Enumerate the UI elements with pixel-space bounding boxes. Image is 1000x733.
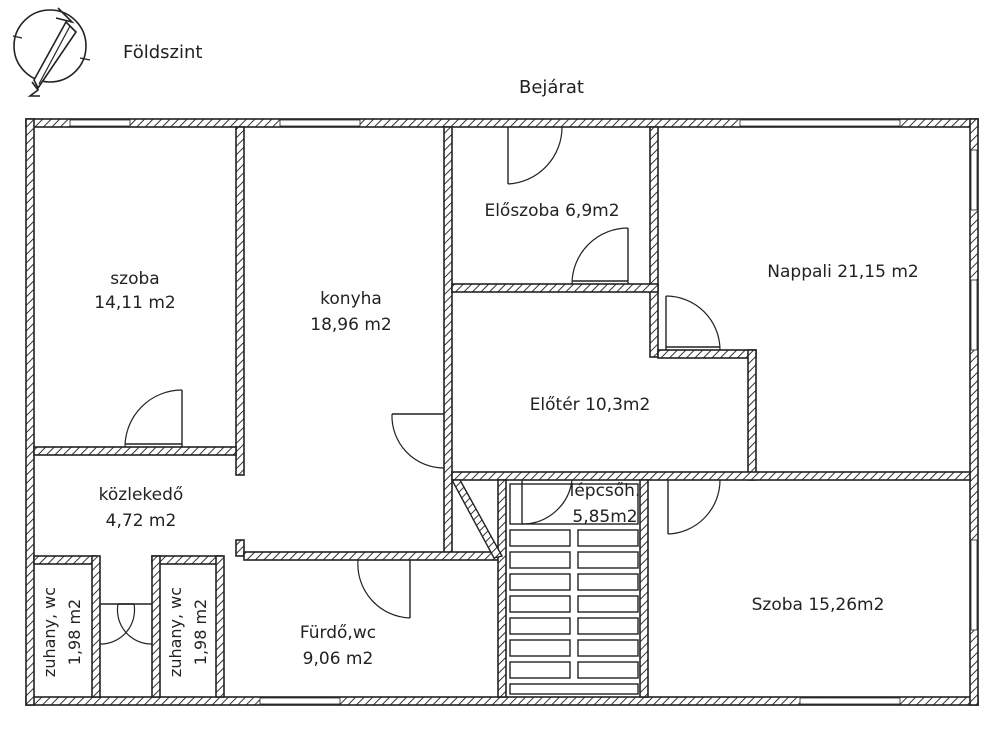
room-eloszoba-label: Előszoba 6,9m2 (484, 201, 619, 221)
door-szoba (124, 389, 183, 448)
room-nappali-label: Nappali 21,15 m2 (767, 262, 918, 282)
door-furdo (357, 559, 411, 619)
room-szoba-name: szoba (110, 269, 159, 289)
door-nappali (665, 295, 721, 351)
room-kozlekedo-area: 4,72 m2 (106, 511, 177, 531)
interior-walls (33, 126, 971, 698)
room-zuhany-1-name: zuhany, wc (40, 587, 59, 677)
room-kozlekedo-name: közlekedő (99, 485, 184, 505)
entrance-label: Bejárat (519, 77, 584, 98)
room-konyha-name: konyha (320, 289, 382, 309)
room-furdo-area: 9,06 m2 (303, 649, 374, 669)
door-konyha (391, 413, 445, 469)
room-furdo-name: Fürdő,wc (300, 623, 376, 643)
doors (99, 126, 721, 645)
door-entrance (507, 126, 563, 185)
room-szoba-right-label: Szoba 15,26m2 (752, 595, 885, 615)
room-zuhany-1-area: 1,98 m2 (65, 599, 84, 665)
door-szoba-right (667, 479, 721, 535)
room-szoba-area: 14,11 m2 (94, 293, 175, 313)
room-zuhany-2-area: 1,98 m2 (191, 599, 210, 665)
staircase (509, 483, 639, 695)
floor-title: Földszint (123, 42, 202, 63)
room-lepcsoh-name: lépcsőh. (570, 481, 641, 501)
door-zuhany-2 (116, 603, 153, 645)
room-zuhany-2-name: zuhany, wc (166, 587, 185, 677)
room-konyha-area: 18,96 m2 (310, 315, 391, 335)
room-lepcsoh-area: 5,85m2 (572, 507, 637, 527)
door-lepcsohaz (521, 479, 573, 525)
compass-icon (12, 7, 91, 97)
outer-walls (25, 118, 979, 706)
room-eloter-label: Előtér 10,3m2 (530, 395, 651, 415)
room-labels: szoba 14,11 m2 konyha 18,96 m2 Előszoba … (40, 201, 919, 677)
door-eloszoba (571, 227, 629, 285)
